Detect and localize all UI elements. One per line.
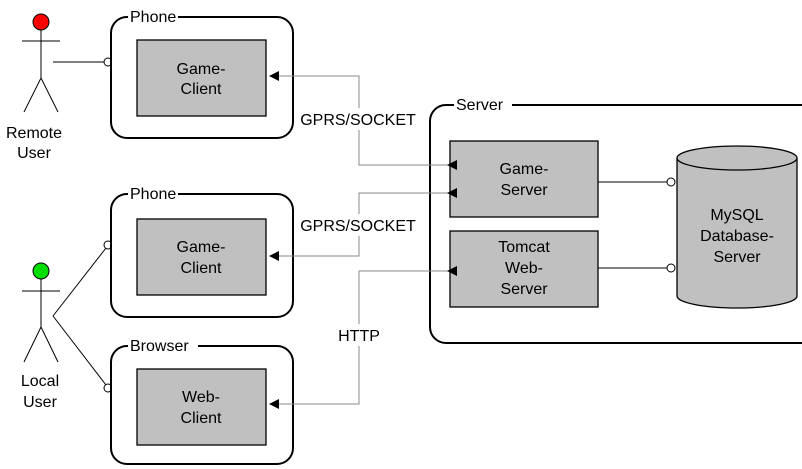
game-server-db-port xyxy=(666,177,676,187)
local-user-actor xyxy=(22,262,60,363)
mysql-database-cylinder xyxy=(676,145,798,309)
game-server-label-line1: Game- xyxy=(500,161,549,178)
phone-top-title: Phone xyxy=(130,9,176,26)
http-label-bg xyxy=(334,324,384,346)
game-client-top-label-line1: Game- xyxy=(177,61,226,78)
browser-title-bg xyxy=(128,336,198,354)
web-client-label-line2: Client xyxy=(181,410,222,427)
web-client-box xyxy=(136,368,267,446)
browser-title: Browser xyxy=(130,338,189,355)
gprs-mid-label-bg xyxy=(296,214,420,236)
local-user-label-line2: User xyxy=(23,394,57,411)
game-client-mid-label-line2: Client xyxy=(181,260,222,277)
game-server-label-line2: Server xyxy=(500,182,548,199)
game-client-mid-label-line1: Game- xyxy=(177,239,226,256)
remote-user-label-line1: Remote xyxy=(6,125,62,142)
phone-top-title-bg xyxy=(128,7,178,25)
local-user-head xyxy=(32,262,50,280)
remote-user-actor xyxy=(22,13,60,113)
server-title-bg xyxy=(454,95,512,113)
mysql-label-line2: Database- xyxy=(700,228,774,245)
game-client-top-label-line2: Client xyxy=(181,81,222,98)
remote-user-label-line2: User xyxy=(17,145,51,162)
gprs-top-label-bg xyxy=(296,108,420,130)
local-user-connector-browser xyxy=(52,315,107,386)
game-client-top-box xyxy=(136,39,267,117)
gprs-mid-label: GPRS/SOCKET xyxy=(300,218,416,235)
phone-mid-title: Phone xyxy=(130,186,176,203)
phone-mid-title-bg xyxy=(128,184,178,202)
mysql-label-line1: MySQL xyxy=(710,207,763,224)
game-client-mid-box xyxy=(136,218,267,296)
game-server-box xyxy=(449,140,599,218)
tomcat-label-line1: Tomcat xyxy=(498,239,550,256)
tomcat-db-port xyxy=(666,263,676,273)
tomcat-label-line2: Web- xyxy=(505,260,543,277)
tomcat-server-box xyxy=(449,230,599,308)
web-client-label-line1: Web- xyxy=(182,389,220,406)
local-user-connector-phone xyxy=(52,247,107,317)
tomcat-label-line3: Server xyxy=(500,281,548,298)
http-label: HTTP xyxy=(338,328,380,345)
remote-user-head xyxy=(32,13,50,31)
gprs-top-label: GPRS/SOCKET xyxy=(300,112,416,129)
mysql-label-line3: Server xyxy=(713,249,761,266)
server-title: Server xyxy=(456,97,504,114)
local-user-label-line1: Local xyxy=(21,373,59,390)
